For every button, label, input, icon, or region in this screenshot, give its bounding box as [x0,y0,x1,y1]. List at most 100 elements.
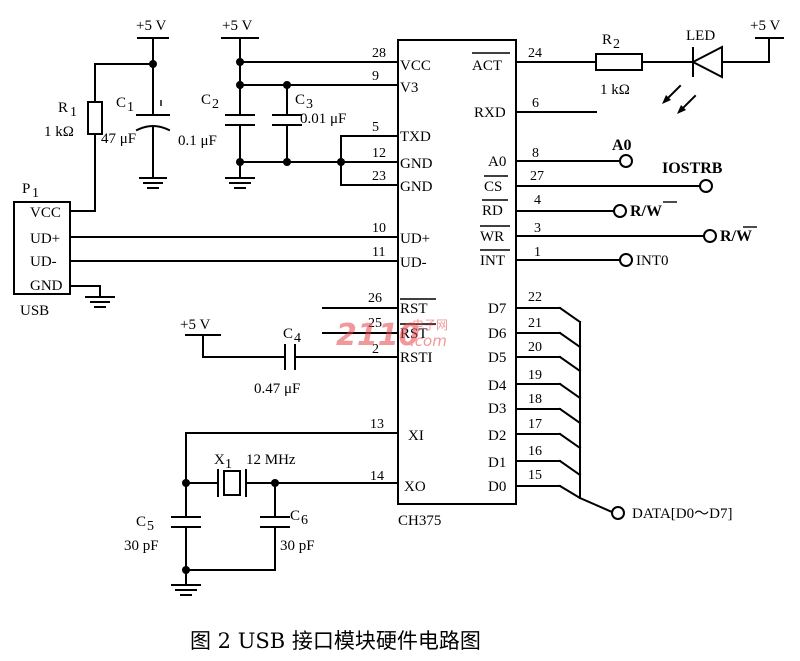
svg-text:D1: D1 [488,455,506,471]
svg-text:24: 24 [528,46,542,61]
svg-text:1: 1 [70,105,77,120]
chip-name: CH375 [398,513,441,529]
svg-text:5: 5 [372,120,379,135]
r2-ref: R [602,32,612,48]
c5-ref: C [136,514,146,530]
usb-pin-gnd: GND [30,278,63,294]
svg-text:XO: XO [404,479,426,495]
usb-pin-udm: UD- [30,254,57,270]
capacitor-c6 [260,482,290,571]
svg-text:+5 V: +5 V [222,18,252,34]
svg-text:1: 1 [32,186,39,201]
svg-text:D7: D7 [488,301,507,317]
svg-text:电子网: 电子网 [412,318,448,332]
svg-text:UD+: UD+ [400,231,430,247]
svg-text:6: 6 [532,96,539,111]
ground-crystal [171,584,201,596]
led-diode [662,45,770,114]
svg-text:+5 V: +5 V [180,317,210,333]
svg-text:V3: V3 [400,80,418,96]
svg-text:18: 18 [528,392,542,407]
svg-text:UD-: UD- [400,255,427,271]
usb-name: USB [20,303,49,319]
svg-text:28: 28 [372,46,386,61]
signal-iostrb: IOSTRB [662,160,723,177]
power-c2: +5 V [221,18,259,63]
svg-text:+5 V: +5 V [136,18,166,34]
svg-text:22: 22 [528,290,542,305]
svg-text:RST: RST [400,326,428,342]
signal-wr: R/W [720,228,752,245]
usb-ref: P [22,181,30,197]
c4-value: 0.47 μF [254,381,300,397]
svg-text:12: 12 [372,146,386,161]
signal-data: DATA[D0～D7] [632,506,732,522]
figure-caption: 图 2 USB 接口模块硬件电路图 [190,629,481,653]
svg-text:14: 14 [370,469,384,484]
svg-text:RSTI: RSTI [400,350,433,366]
watermark-logo: 2110 电子网 .com [336,318,448,353]
svg-text:11: 11 [372,245,385,260]
ground-c2 [225,161,255,189]
svg-text:20: 20 [528,340,542,355]
svg-text:4: 4 [294,331,301,346]
c1-value: 47 μF [101,131,136,147]
svg-text:2: 2 [613,37,620,52]
svg-text:D3: D3 [488,401,506,417]
svg-text:10: 10 [372,221,386,236]
usb-pin-vcc: VCC [30,205,61,221]
signal-a0: A0 [612,137,632,154]
usb-connector [13,201,71,295]
c6-ref: C [290,508,300,524]
svg-text:23: 23 [372,169,386,184]
svg-text:15: 15 [528,468,542,483]
power-led: +5 V [750,18,784,63]
chip-left-pin-labels: 28 VCC 9 V3 5 TXD 12 GND 23 GND 10 UD+ 1… [368,46,433,495]
svg-text:19: 19 [528,368,542,383]
svg-text:GND: GND [400,156,433,172]
svg-text:1: 1 [225,457,232,472]
c5-value: 30 pF [124,538,159,554]
svg-text:3: 3 [306,97,313,112]
capacitor-c1 [135,100,171,189]
capacitor-c3 [272,84,302,163]
c2-value: 0.1 μF [178,133,217,149]
svg-text:D6: D6 [488,326,507,342]
svg-text:D4: D4 [488,378,507,394]
svg-text:8: 8 [532,146,539,161]
svg-text:GND: GND [400,179,433,195]
c4-ref: C [283,326,293,342]
svg-text:13: 13 [370,417,384,432]
c3-value: 0.01 μF [300,111,346,127]
usb-ground [85,285,115,308]
capacitor-c5 [171,516,201,586]
svg-text:1: 1 [534,245,541,260]
r1-ref: R [58,100,68,116]
x1-ref: X [214,452,225,468]
led-ref: LED [686,28,715,44]
svg-text:TXD: TXD [400,129,431,145]
power-c1: +5 V [136,18,169,65]
svg-text:9: 9 [372,69,379,84]
signal-int0: INT0 [636,253,669,269]
svg-text:2: 2 [212,97,219,112]
c6-value: 30 pF [280,538,315,554]
svg-text:D5: D5 [488,350,506,366]
usb-pin-udp: UD+ [30,231,60,247]
svg-text:ACT: ACT [472,58,502,74]
c1-ref: C [116,95,126,111]
r2-value: 1 kΩ [600,82,630,98]
svg-text:CS: CS [484,179,502,195]
resistor-r1 [87,63,103,212]
power-c4: +5 V [180,317,221,358]
crystal-x1 [217,469,247,497]
svg-text:1: 1 [127,100,134,115]
svg-text:XI: XI [408,428,424,444]
svg-text:INT: INT [480,253,505,269]
x1-value: 12 MHz [246,452,296,468]
capacitor-c4 [284,344,296,370]
svg-text:21: 21 [528,316,542,331]
r1-value: 1 kΩ [44,124,74,140]
capacitor-c2 [225,114,255,163]
